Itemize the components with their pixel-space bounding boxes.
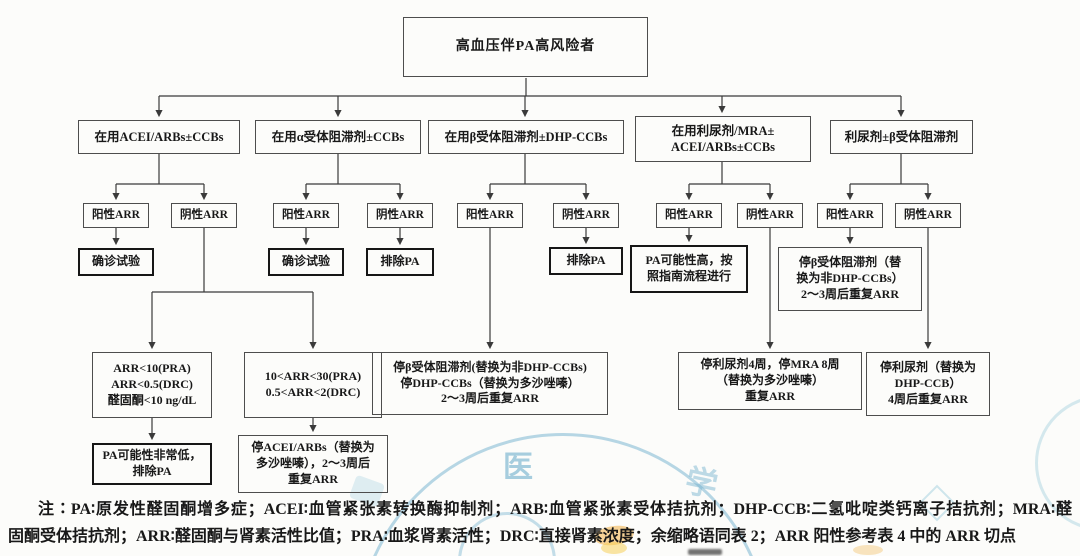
node-branch4-stop-diuretic-mra: 停利尿剂4周，停MRA 8周 （替换为多沙唑嗪） 重复ARR: [678, 352, 862, 410]
node-branch1: 在用ACEI/ARBs±CCBs: [78, 120, 240, 154]
node-branch2-exclude-pa: 排除PA: [366, 248, 434, 276]
node-branch1-criteria-mid: 10<ARR<30(PRA) 0.5<ARR<2(DRC): [244, 352, 382, 418]
node-branch5-positive-arr: 阳性ARR: [817, 203, 883, 228]
node-branch3-exclude-pa: 排除PA: [549, 247, 623, 275]
node-branch1-stop-acei-arbs: 停ACEI/ARBs（替换为 多沙唑嗪），2～3周后 重复ARR: [238, 435, 388, 493]
node-branch4-pa-likely: PA可能性高，按 照指南流程进行: [630, 245, 748, 293]
footnote-line-2: 固酮受体拮抗剂；ARR∶醛固酮与肾素活性比值；PRA∶血浆肾素活性；DRC∶直接…: [8, 528, 1017, 545]
node-branch2-positive-arr: 阳性ARR: [273, 203, 339, 228]
node-branch1-negative-arr: 阴性ARR: [171, 203, 237, 228]
node-branch1-confirm-test: 确诊试验: [78, 248, 154, 276]
node-branch4-positive-arr: 阳性ARR: [656, 203, 722, 228]
node-branch2-confirm-test: 确诊试验: [268, 248, 344, 276]
figure-footnote: 注∶PA∶原发性醛固酮增多症；ACEI∶血管紧张素转换酶抑制剂；ARB∶血管紧张…: [8, 496, 1072, 550]
node-branch3-positive-arr: 阳性ARR: [457, 203, 523, 228]
node-branch5-negative-arr: 阴性ARR: [895, 203, 961, 228]
node-branch5: 利尿剂±β受体阻滞剂: [830, 120, 973, 154]
node-branch3-stop-beta-dhp: 停β受体阻滞剂(替换为非DHP-CCBs) 停DHP-CCBs（替换为多沙唑嗪）…: [372, 352, 608, 415]
node-branch4: 在用利尿剂/MRA± ACEI/ARBs±CCBs: [635, 116, 811, 162]
footnote-line-1: 注∶PA∶原发性醛固酮增多症；ACEI∶血管紧张素转换酶抑制剂；ARB∶血管紧张…: [38, 501, 1072, 518]
node-branch5-stop-diuretic: 停利尿剂（替换为 DHP-CCB） 4周后重复ARR: [866, 352, 990, 416]
node-branch1-positive-arr: 阳性ARR: [83, 203, 149, 228]
node-branch2: 在用α受体阻滞剂±CCBs: [255, 120, 421, 154]
node-branch3: 在用β受体阻滞剂±DHP-CCBs: [428, 120, 624, 154]
node-branch4-negative-arr: 阴性ARR: [737, 203, 803, 228]
node-root: 高血压伴PA高风险者: [403, 17, 648, 77]
node-branch3-negative-arr: 阴性ARR: [553, 203, 619, 228]
node-branch5-stop-beta-blocker: 停β受体阻滞剂（替 换为非DHP-CCBs） 2～3周后重复ARR: [778, 247, 922, 311]
node-branch1-criteria-low: ARR<10(PRA) ARR<0.5(DRC) 醛固酮<10 ng/dL: [92, 352, 212, 418]
node-branch2-negative-arr: 阴性ARR: [367, 203, 433, 228]
node-branch1-pa-unlikely: PA可能性非常低， 排除PA: [92, 443, 212, 485]
